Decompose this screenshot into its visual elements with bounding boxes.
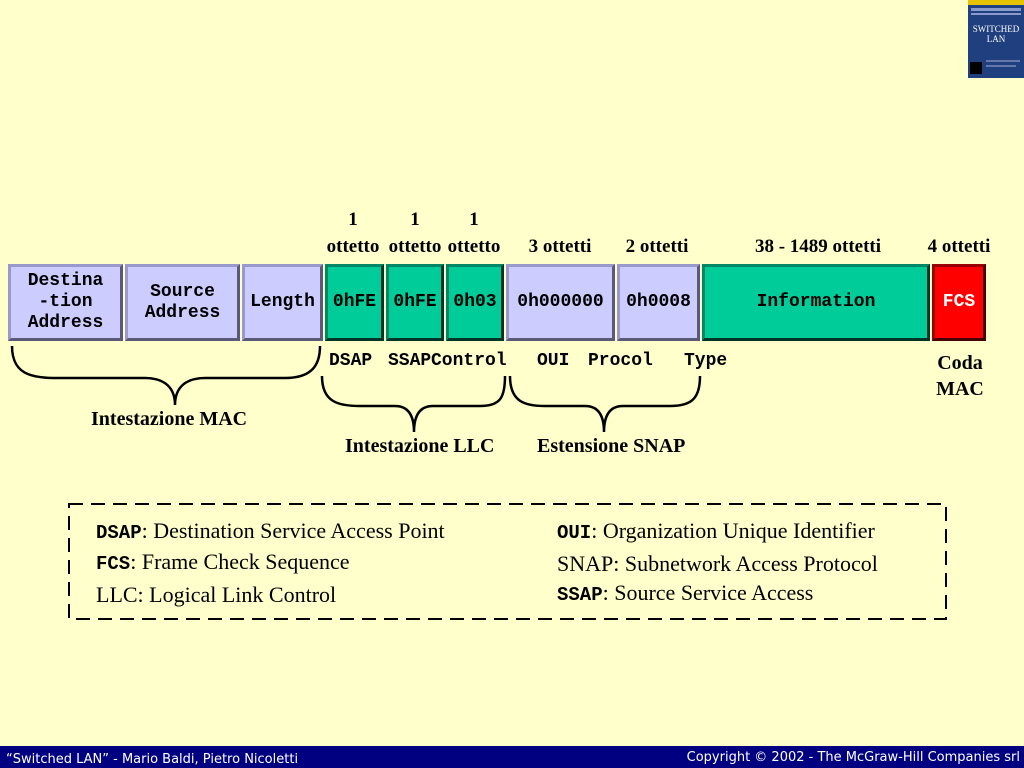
- dsap-size-top: 1: [348, 209, 358, 230]
- legend-fcs-def: : Frame Check Sequence: [130, 549, 350, 574]
- info-size: 38 - 1489 ottetti: [754, 236, 882, 257]
- fcs-field: FCS: [932, 264, 986, 341]
- footer-left: “Switched LAN” - Mario Baldi, Pietro Nic…: [6, 752, 299, 767]
- footer-bar: “Switched LAN” - Mario Baldi, Pietro Nic…: [0, 746, 1024, 768]
- information-field: Information: [702, 264, 930, 341]
- control-size-bottom: ottetto: [447, 236, 501, 257]
- book-cover: SWITCHED LAN: [968, 0, 1024, 78]
- legend-ssap-def: : Source Service Access: [602, 580, 814, 605]
- source-address-field: Source Address: [125, 264, 240, 341]
- legend-oui: OUI: Organization Unique Identifier: [557, 515, 875, 549]
- control-field: 0h03: [446, 264, 504, 341]
- mac-header-brace: [10, 345, 322, 406]
- oui-label: OUI: [537, 351, 570, 371]
- legend-dsap-def: : Destination Service Access Point: [141, 518, 445, 543]
- ssap-field: 0hFE: [386, 264, 444, 341]
- footer-right: Copyright © 2002 - The McGraw-Hill Compa…: [686, 750, 1020, 765]
- ssap-size-top: 1: [410, 209, 420, 230]
- legend-ssap: SSAP: Source Service Access: [557, 577, 813, 611]
- mac-tail-caption: Coda MAC: [936, 352, 984, 400]
- llc-header-caption: Intestazione LLC: [345, 435, 495, 457]
- legend-ssap-term: SSAP: [557, 584, 603, 606]
- legend-border: [68, 503, 947, 620]
- book-cover-title: SWITCHED LAN: [972, 24, 1020, 44]
- dsap-size-bottom: ottetto: [326, 236, 380, 257]
- type-field: 0h0008: [617, 264, 700, 341]
- legend-dsap: DSAP: Destination Service Access Point: [96, 515, 445, 549]
- fcs-size: 4 ottetti: [927, 236, 991, 257]
- legend-llc: LLC: Logical Link Control: [96, 582, 337, 607]
- oui-field: 0h000000: [506, 264, 615, 341]
- procol-label: Procol: [588, 351, 653, 371]
- snap-extension-brace: [508, 375, 702, 433]
- dsap-label: DSAP: [329, 351, 373, 371]
- type-label: Type: [684, 351, 728, 371]
- llc-header-brace: [320, 375, 507, 433]
- mac-header-caption: Intestazione MAC: [91, 408, 248, 430]
- legend-fcs: FCS: Frame Check Sequence: [96, 546, 350, 580]
- type-size: 2 ottetti: [625, 236, 689, 257]
- dsap-field: 0hFE: [325, 264, 384, 341]
- legend-oui-def: : Organization Unique Identifier: [591, 518, 875, 543]
- destination-address-field: Destina -tion Address: [8, 264, 123, 341]
- length-field: Length: [242, 264, 323, 341]
- snap-extension-caption: Estensione SNAP: [537, 435, 686, 457]
- ssap-label: SSAP: [388, 351, 432, 371]
- oui-size: 3 ottetti: [528, 236, 592, 257]
- control-label: Control: [431, 351, 507, 371]
- legend-snap: SNAP: Subnetwork Access Protocol: [557, 551, 878, 576]
- legend-dsap-term: DSAP: [96, 522, 142, 544]
- legend-oui-term: OUI: [557, 522, 592, 544]
- control-size-top: 1: [469, 209, 479, 230]
- ssap-size-bottom: ottetto: [388, 236, 442, 257]
- legend-fcs-term: FCS: [96, 553, 131, 575]
